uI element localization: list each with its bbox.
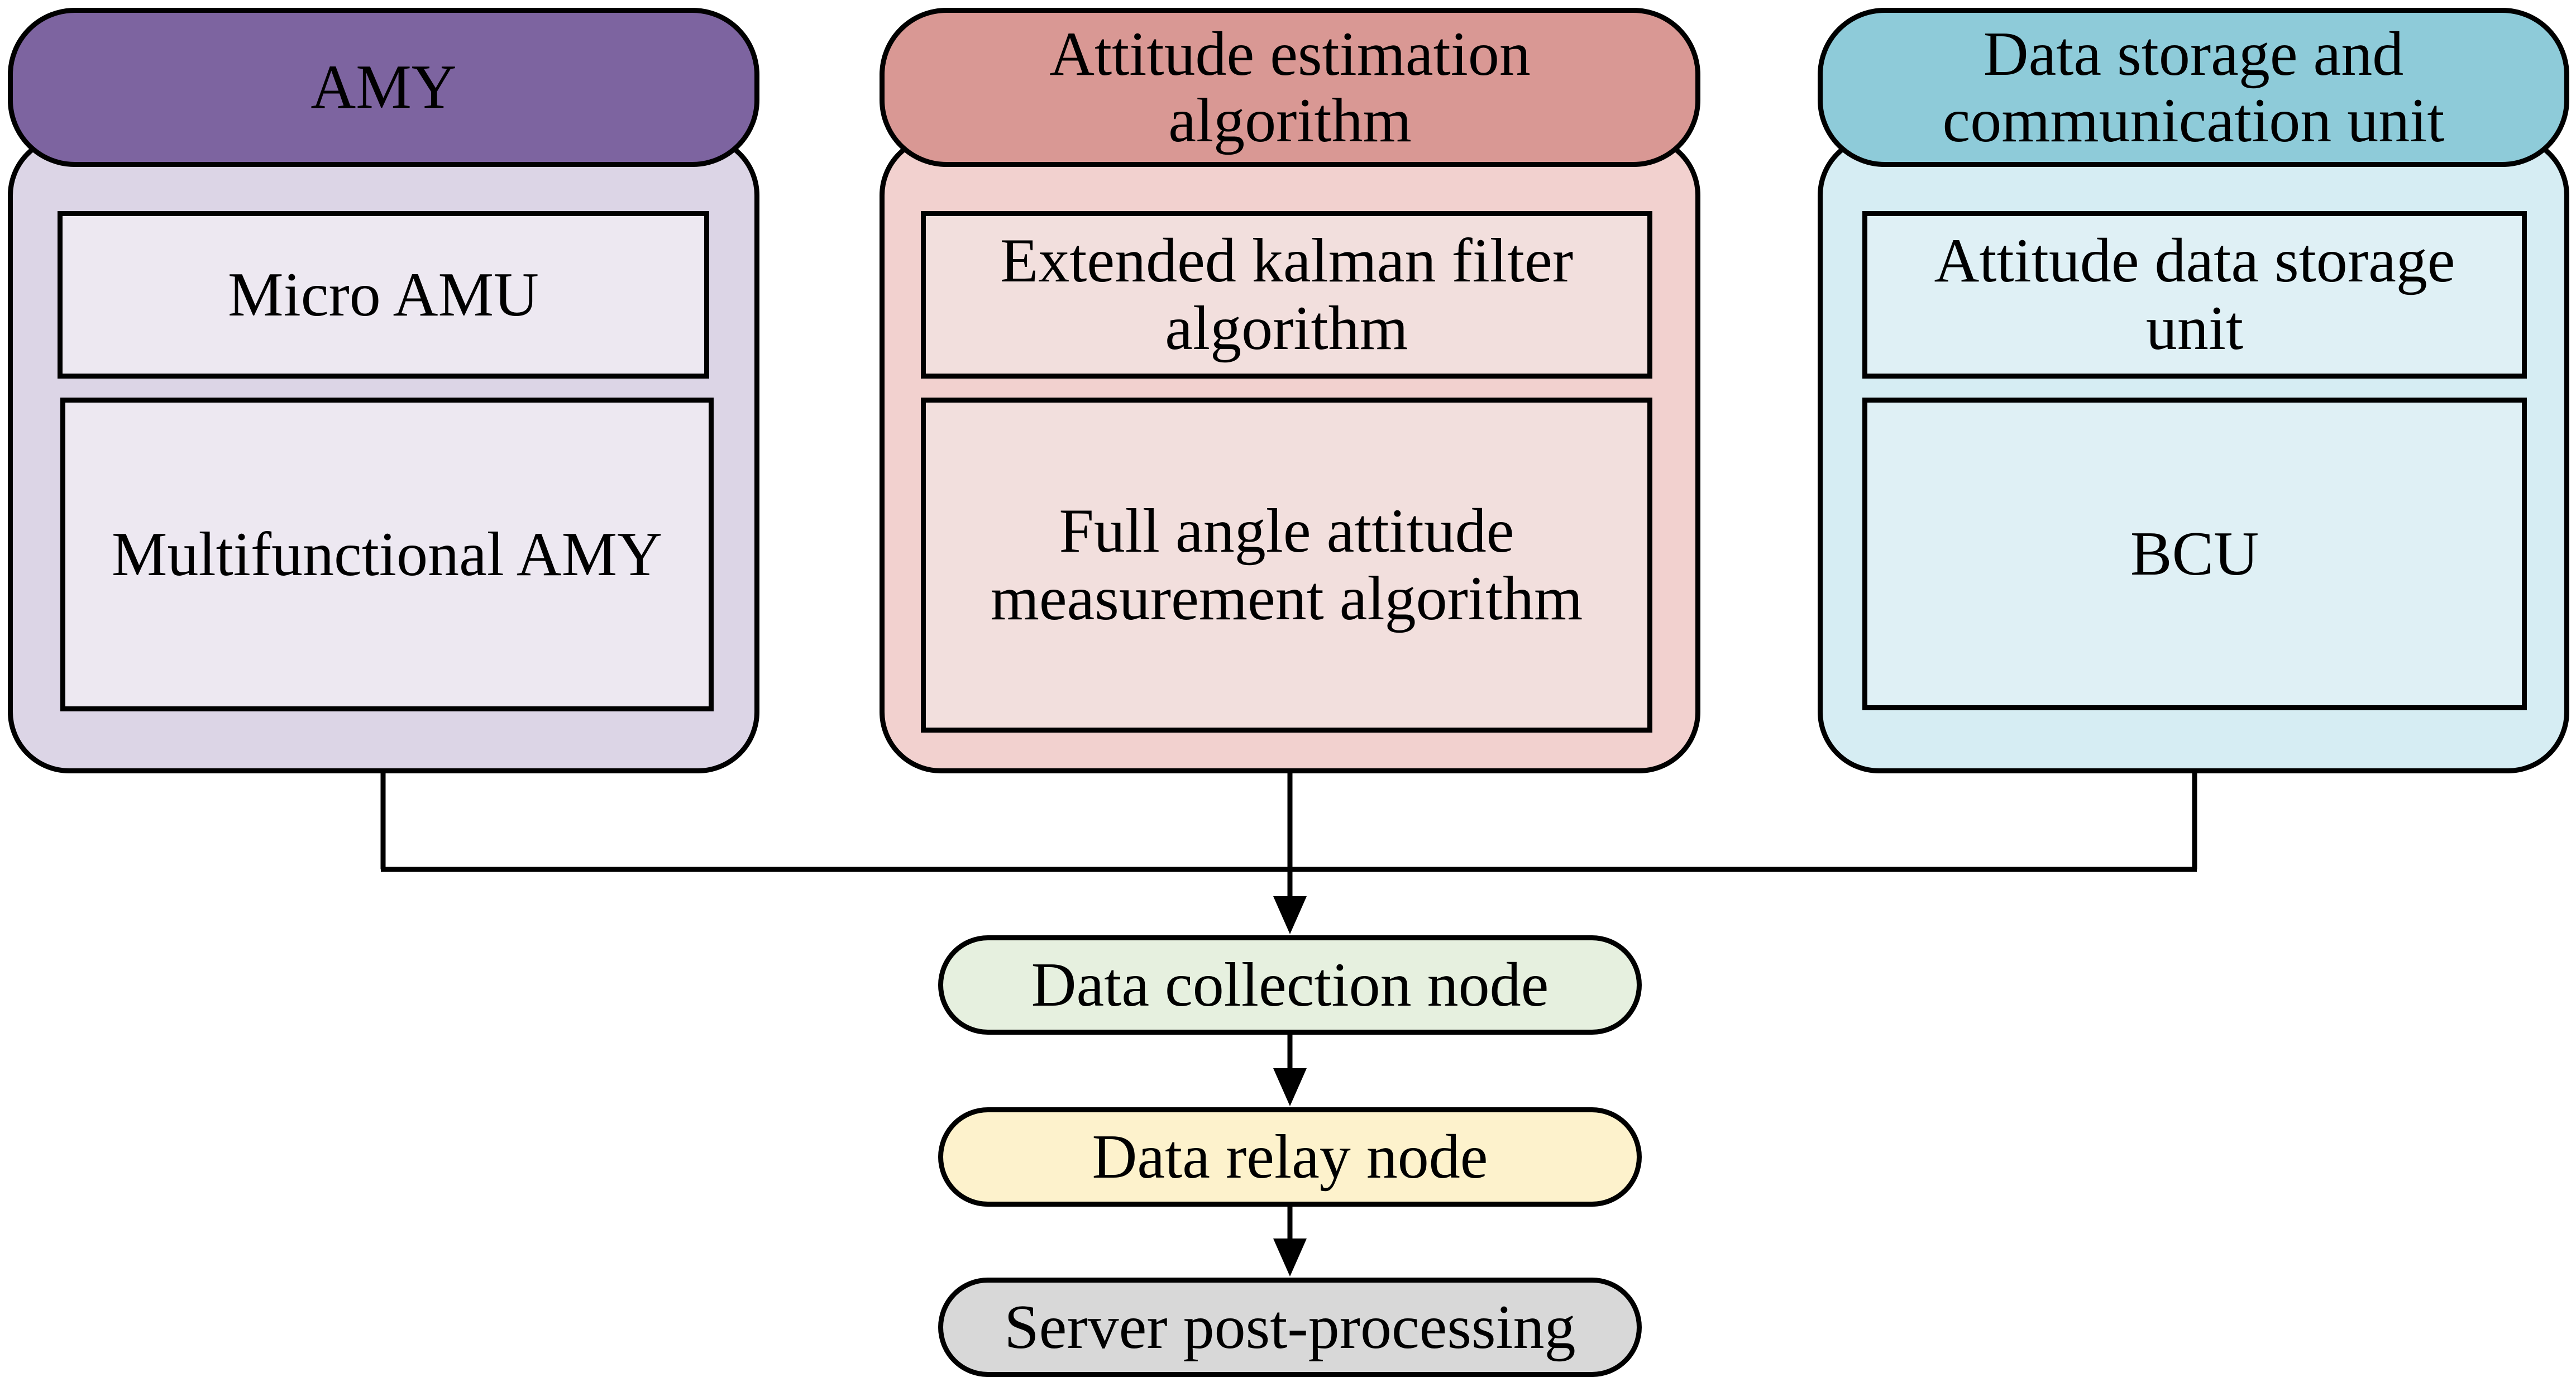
arrow-head-to-collection <box>1273 896 1307 934</box>
data-header-line1: Data storage and <box>1983 19 2404 89</box>
bcu-label: BCU <box>2130 519 2259 589</box>
amy-header: AMY <box>8 8 759 167</box>
ekf-label-line1: Extended kalman filter <box>1000 226 1574 296</box>
algo-header-line2: algorithm <box>1168 85 1412 155</box>
ekf-label-line2: algorithm <box>1165 294 1408 363</box>
data-collection-node: Data collection node <box>938 935 1642 1035</box>
micro-amu-label: Micro AMU <box>228 260 539 329</box>
full-angle-label-line1: Full angle attitude <box>1059 496 1514 566</box>
arrow-head-to-server <box>1273 1238 1307 1276</box>
data-header-line2: communication unit <box>1942 85 2445 155</box>
server-post-processing-label: Server post-processing <box>1004 1292 1576 1362</box>
data-collection-label: Data collection node <box>1031 950 1549 1020</box>
micro-amu-box: Micro AMU <box>58 211 709 379</box>
algo-header-line1: Attitude estimation <box>1049 19 1531 89</box>
attitude-storage-line1: Attitude data storage <box>1934 226 2455 296</box>
arrow-head-to-relay <box>1273 1068 1307 1106</box>
attitude-storage-line2: unit <box>2145 294 2244 363</box>
server-post-processing-node: Server post-processing <box>938 1278 1642 1377</box>
multifunctional-amy-label: Multifunctional AMY <box>111 519 663 589</box>
amy-header-label: AMY <box>310 52 457 122</box>
multifunctional-amy-box: Multifunctional AMY <box>60 398 714 711</box>
bcu-box: BCU <box>1862 398 2527 710</box>
data-relay-label: Data relay node <box>1092 1122 1488 1192</box>
data-relay-node: Data relay node <box>938 1107 1642 1207</box>
full-angle-label-line2: measurement algorithm <box>990 564 1583 633</box>
